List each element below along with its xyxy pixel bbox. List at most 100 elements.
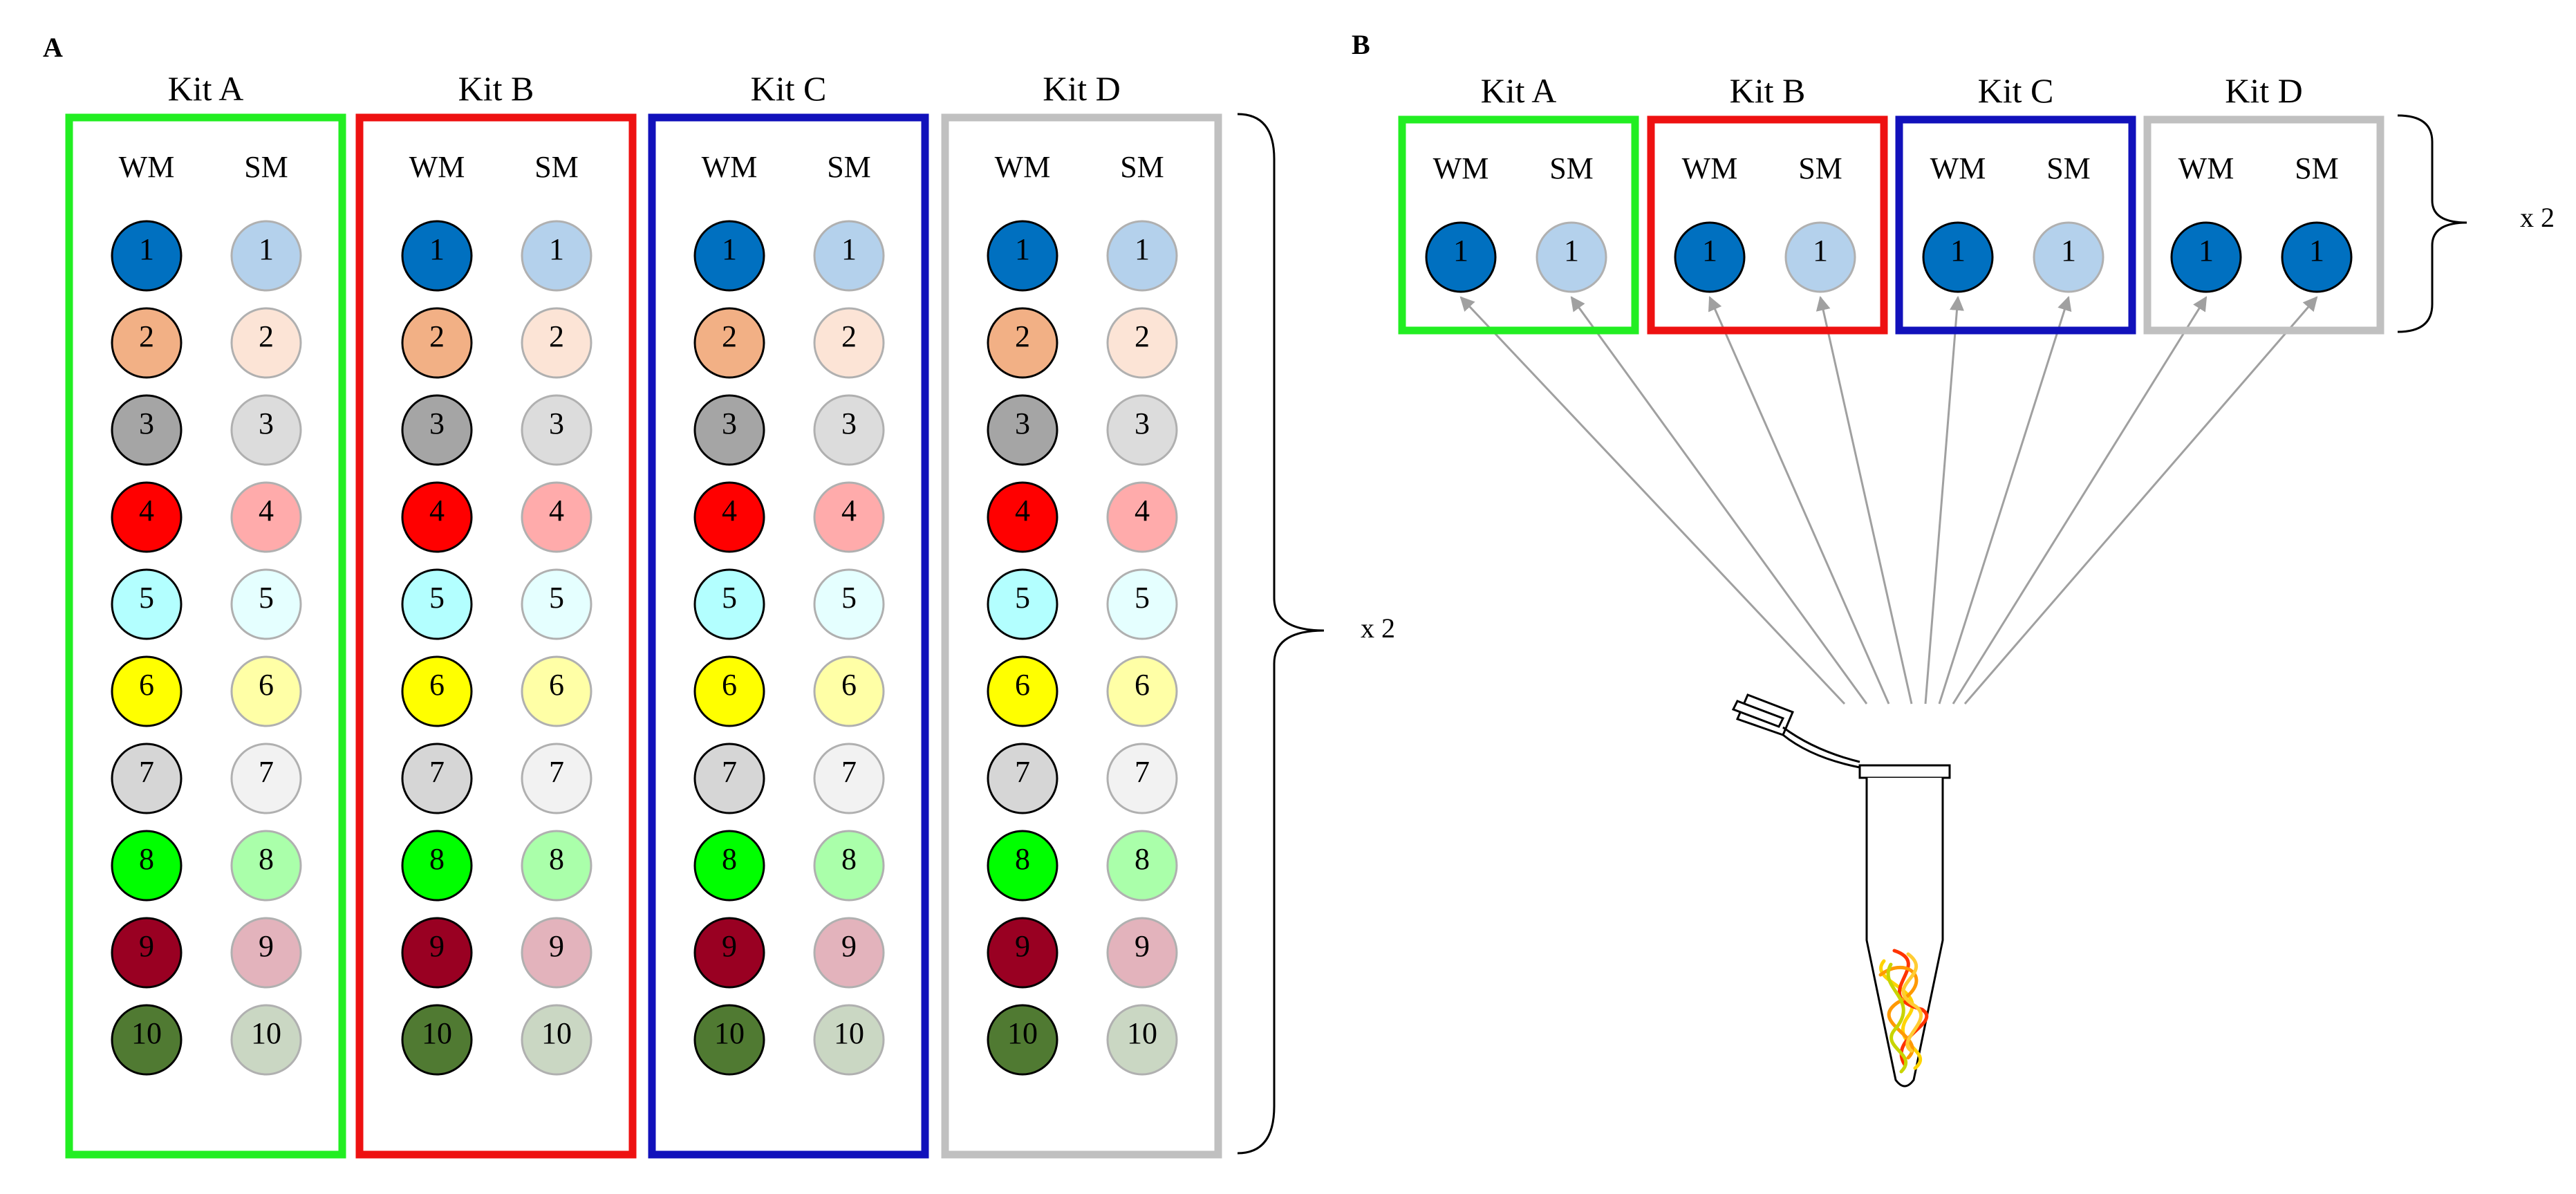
wm-sample-number: 2 [1015,319,1030,353]
wm-column-header: WM [1433,151,1489,185]
sm-sample-circle [813,394,885,466]
sm-sample-number: 10 [834,1016,864,1050]
wm-sample-number: 7 [1015,755,1030,789]
strand [1886,962,1908,1074]
sm-sample-circle [230,394,302,466]
sm-sample-circle [813,743,885,814]
sm-sample-circle [1106,917,1178,989]
sm-sample-number: 4 [1135,494,1150,528]
sm-sample-circle [521,1004,592,1076]
wm-sample-number: 10 [1007,1016,1038,1050]
sm-sample-number: 7 [549,755,564,789]
wm-sample-number: 5 [429,581,445,615]
wm-sample-circle [111,743,183,814]
wm-sample-number: 7 [429,755,445,789]
sm-sample-number: 2 [259,319,274,353]
wm-sample-number: 9 [139,929,154,963]
kit-title: Kit A [1481,71,1557,110]
wm-sample-number: 4 [1015,494,1030,528]
wm-sample-number: 2 [722,319,737,353]
wm-sample-circle [111,655,183,727]
wm-column-header: WM [702,150,758,184]
wm-sample-circle [1674,221,1746,293]
wm-sample-circle [987,481,1058,553]
sm-sample-circle [230,481,302,553]
wm-sample-number: 7 [139,755,154,789]
sm-sample-number: 2 [1135,319,1150,353]
wm-column-header: WM [1930,151,1986,185]
wm-sample-circle [987,220,1058,292]
sm-sample-number: 3 [841,407,857,440]
kit-frame [65,113,346,1159]
wm-sample-circle [401,394,473,466]
sample-arrow [1938,295,2072,705]
wm-sample-circle [693,917,765,989]
wm-sample-circle [111,1004,183,1076]
sm-sample-number: 10 [251,1016,281,1050]
wm-sample-number: 1 [1702,234,1717,268]
wm-sample-circle [111,220,183,292]
sm-sample-number: 1 [549,232,564,266]
sm-sample-circle [1106,307,1178,379]
wm-sample-circle [401,568,473,640]
kit-frame [648,113,929,1159]
kit-title: Kit A [168,69,244,108]
wm-column-header: WM [1682,151,1738,185]
sample-arrow [1924,295,1964,705]
sm-sample-number: 3 [1135,407,1150,440]
sm-sample-circle [521,743,592,814]
kit-frame [1647,115,1888,335]
wm-sample-number: 9 [1015,929,1030,963]
sm-sample-circle [813,220,885,292]
kit-title: Kit B [458,69,534,108]
wm-sample-circle [987,394,1058,466]
kit-frame [941,113,1222,1159]
sm-sample-number: 10 [541,1016,572,1050]
wm-sample-number: 3 [429,407,445,440]
wm-sample-circle [401,481,473,553]
sm-sample-circle [230,917,302,989]
sm-sample-number: 9 [1135,929,1150,963]
sm-sample-number: 6 [259,668,274,702]
wm-sample-circle [987,568,1058,640]
wm-sample-number: 2 [429,319,445,353]
sm-sample-circle [1106,743,1178,814]
wm-sample-circle [111,568,183,640]
wm-sample-number: 3 [139,407,154,440]
wm-sample-number: 8 [139,842,154,876]
wm-sample-number: 10 [131,1016,162,1050]
wm-sample-number: 2 [139,319,154,353]
wm-sample-circle [401,743,473,814]
sm-sample-number: 8 [259,842,274,876]
kit-title: Kit D [2225,71,2303,110]
sm-sample-number: 1 [2309,234,2324,268]
wm-sample-number: 5 [139,581,154,615]
sm-sample-circle [813,917,885,989]
kit-frame [2143,115,2384,335]
panel-b-bracket [2397,114,2467,333]
wm-sample-number: 9 [429,929,445,963]
sm-sample-number: 5 [549,581,564,615]
sm-sample-circle [1106,568,1178,640]
tube-cap [1731,693,1860,769]
sm-sample-circle [521,568,592,640]
sm-sample-circle [813,481,885,553]
sm-sample-circle [230,1004,302,1076]
panel-b-multiplier: x 2 [2520,202,2555,233]
sm-sample-number: 3 [549,407,564,440]
wm-sample-number: 4 [429,494,445,528]
wm-column-header: WM [409,150,465,184]
wm-sample-circle [401,830,473,902]
sm-sample-number: 9 [259,929,274,963]
sm-sample-number: 8 [841,842,857,876]
panel-a-multiplier: x 2 [1361,613,1395,644]
wm-sample-circle [111,307,183,379]
wm-column-header: WM [995,150,1051,184]
kit-title: Kit D [1043,69,1121,108]
